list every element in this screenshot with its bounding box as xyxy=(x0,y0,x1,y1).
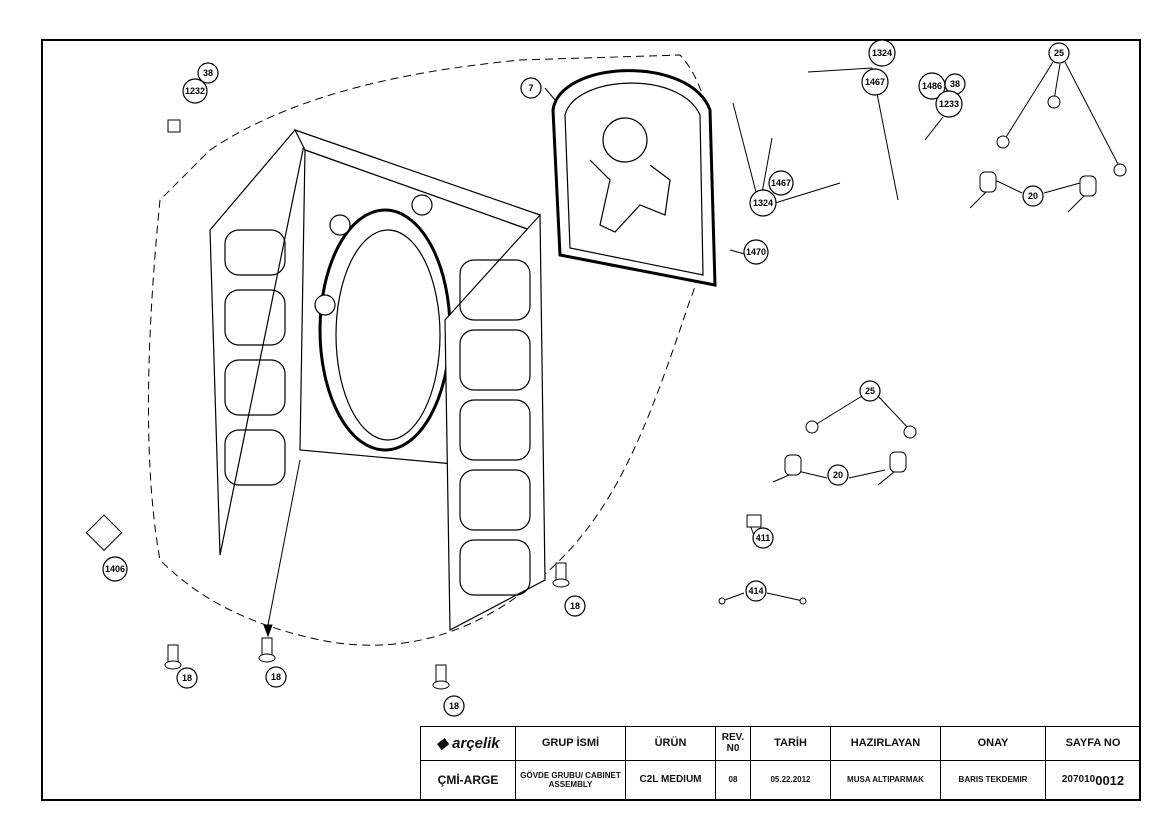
svg-text:1324: 1324 xyxy=(872,48,892,58)
callout-25: 25 xyxy=(1048,42,1070,64)
arcelik-logo: ◆ arçelik xyxy=(420,726,515,760)
callout-1406: 1406 xyxy=(102,556,128,582)
svg-text:1232: 1232 xyxy=(185,86,205,96)
svg-text:1324: 1324 xyxy=(753,198,773,208)
callout-20: 20 xyxy=(1022,185,1044,207)
callout-1232: 1232 xyxy=(182,78,208,104)
callout-1324: 1324 xyxy=(868,39,896,67)
rev-no: 08 xyxy=(715,760,750,800)
header-prepared-by: HAZIRLAYAN xyxy=(830,726,940,760)
svg-text:411: 411 xyxy=(756,533,771,543)
callout-1324: 1324 xyxy=(749,189,777,217)
svg-text:25: 25 xyxy=(865,386,875,396)
callout-414: 414 xyxy=(745,580,767,602)
svg-text:1470: 1470 xyxy=(746,247,766,257)
svg-text:25: 25 xyxy=(1054,48,1064,58)
callout-38: 38 xyxy=(197,62,219,84)
callout-18: 18 xyxy=(443,695,465,717)
svg-text:38: 38 xyxy=(203,68,213,78)
svg-text:20: 20 xyxy=(833,470,843,480)
callout-7: 7 xyxy=(520,77,542,99)
header-group-name: GRUP İSMİ xyxy=(515,726,625,760)
header-date: TARİH xyxy=(750,726,830,760)
svg-text:1467: 1467 xyxy=(865,77,885,87)
svg-text:1406: 1406 xyxy=(105,564,125,574)
callout-1467: 1467 xyxy=(861,68,889,96)
cabinet-frame xyxy=(209,128,546,631)
svg-text:414: 414 xyxy=(748,586,763,596)
callout-1467: 1467 xyxy=(768,170,794,196)
rear-panel xyxy=(551,69,717,287)
svg-text:18: 18 xyxy=(182,673,192,683)
callout-25: 25 xyxy=(859,380,881,402)
callout-18: 18 xyxy=(564,595,586,617)
svg-text:20: 20 xyxy=(1028,191,1038,201)
group-name: GÖVDE GRUBU/ CABINET ASSEMBLY xyxy=(515,760,625,800)
header-rev-no: REV. N0 xyxy=(715,726,750,760)
svg-text:7: 7 xyxy=(528,83,533,93)
callout-1470: 1470 xyxy=(743,239,769,265)
callout-1233: 1233 xyxy=(935,90,963,118)
svg-text:38: 38 xyxy=(950,79,960,89)
svg-text:18: 18 xyxy=(271,672,281,682)
header-page-no: SAYFA NO xyxy=(1045,726,1140,760)
svg-text:1233: 1233 xyxy=(939,99,959,109)
sheet-border xyxy=(41,39,1141,801)
approved-by: BARIS TEKDEMIR xyxy=(940,760,1045,800)
callout-411: 411 xyxy=(752,527,774,549)
header-product: ÜRÜN xyxy=(625,726,715,760)
callout-18: 18 xyxy=(265,666,287,688)
small-parts xyxy=(85,95,1127,690)
callout-20: 20 xyxy=(827,464,849,486)
product: C2L MEDIUM xyxy=(625,760,715,800)
svg-text:1467: 1467 xyxy=(771,178,791,188)
svg-text:18: 18 xyxy=(570,601,580,611)
leader-lines xyxy=(263,61,1121,638)
prepared-by: MUSA ALTIPARMAK xyxy=(830,760,940,800)
header-approved-by: ONAY xyxy=(940,726,1045,760)
callout-18: 18 xyxy=(176,667,198,689)
department: ÇMİ-ARGE xyxy=(420,760,515,800)
svg-text:1486: 1486 xyxy=(922,81,942,91)
svg-text:18: 18 xyxy=(449,701,459,711)
date: 05.22.2012 xyxy=(750,760,830,800)
title-block: ◆ arçelik GRUP İSMİ ÜRÜN REV. N0 TARİH H… xyxy=(420,726,1140,800)
callout-1486: 1486 xyxy=(918,72,946,100)
